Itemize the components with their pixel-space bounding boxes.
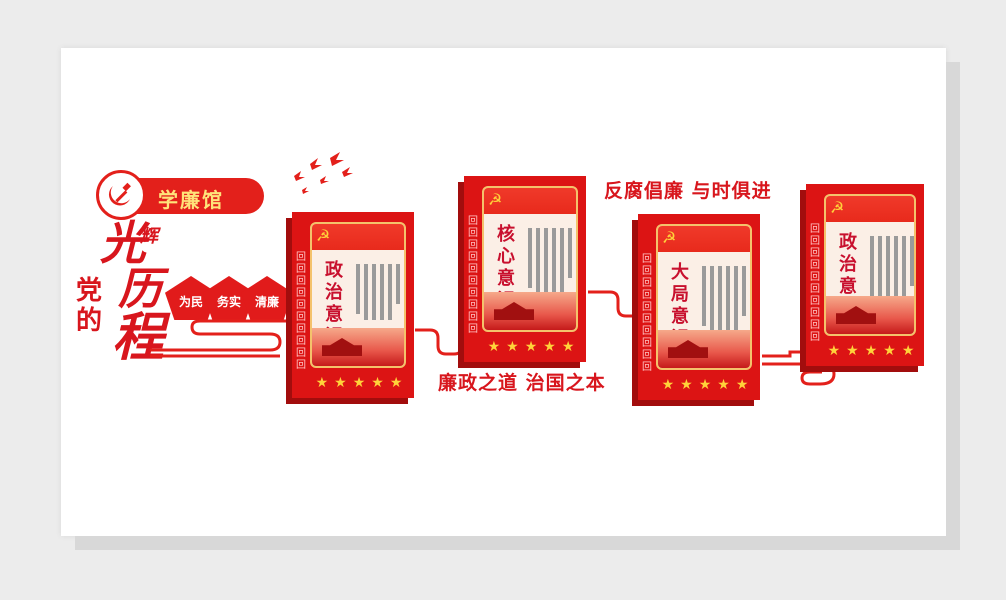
star-icon: ★ — [487, 339, 501, 355]
title-hui: 辉 — [140, 226, 158, 247]
star-icon: ★ — [883, 343, 896, 359]
star-row: ★ ★ ★ ★ ★ — [658, 378, 752, 392]
panel-board: ☭ 政治意识 — [310, 222, 406, 368]
hammer-sickle-icon: ☭ — [488, 190, 503, 209]
star-icon: ★ — [352, 375, 366, 391]
star-row: ★ ★ ★ ★ ★ — [826, 344, 916, 358]
dove-icon — [294, 152, 353, 194]
badge-emblem — [96, 170, 146, 220]
star-icon: ★ — [543, 339, 556, 355]
panel-border-pattern: 回回回回回回回回回回 — [468, 216, 478, 335]
slogan-bottom: 廉政之道 治国之本 — [438, 372, 606, 394]
city-illustration — [312, 328, 404, 366]
city-illustration — [826, 296, 914, 334]
hammer-sickle-icon: ☭ — [662, 228, 677, 247]
hammer-sickle-icon: ☭ — [830, 198, 845, 217]
star-icon: ★ — [735, 377, 749, 393]
hammer-sickle-icon — [108, 182, 131, 206]
star-icon: ★ — [846, 343, 859, 359]
title-side: 党的 — [76, 276, 103, 336]
star-icon: ★ — [698, 377, 712, 393]
star-icon: ★ — [506, 339, 519, 355]
badge-text: 学廉馆 — [158, 188, 224, 212]
star-icon: ★ — [864, 343, 878, 359]
slogan-top: 反腐倡廉 与时俱进 — [604, 180, 772, 202]
star-icon: ★ — [680, 377, 693, 393]
star-icon: ★ — [389, 375, 403, 391]
star-icon: ★ — [901, 343, 915, 359]
star-icon: ★ — [827, 343, 841, 359]
city-illustration — [484, 292, 576, 330]
star-icon: ★ — [315, 375, 329, 391]
star-icon: ★ — [561, 339, 575, 355]
star-icon: ★ — [717, 377, 730, 393]
panel-border-pattern: 回回回回回回回回回回 — [642, 254, 652, 373]
panel-board: ☭ 政治意识 — [824, 194, 916, 336]
star-icon: ★ — [334, 375, 347, 391]
panel-board: ☭ 核心意识 — [482, 186, 578, 332]
title-li: 历 — [118, 264, 162, 315]
title-guang: 光 — [100, 216, 146, 270]
panel-border-pattern: 回回回回回回回回回回 — [810, 224, 820, 343]
star-icon: ★ — [524, 339, 538, 355]
city-illustration — [658, 330, 750, 368]
star-row: ★ ★ ★ ★ ★ — [312, 376, 406, 390]
star-icon: ★ — [371, 375, 384, 391]
star-row: ★ ★ ★ ★ ★ — [484, 340, 578, 354]
star-icon: ★ — [661, 377, 675, 393]
hammer-sickle-icon: ☭ — [316, 226, 331, 245]
panel-board: ☭ 大局意识 — [656, 224, 752, 370]
panel-border-pattern: 回回回回回回回回回回 — [296, 252, 306, 371]
